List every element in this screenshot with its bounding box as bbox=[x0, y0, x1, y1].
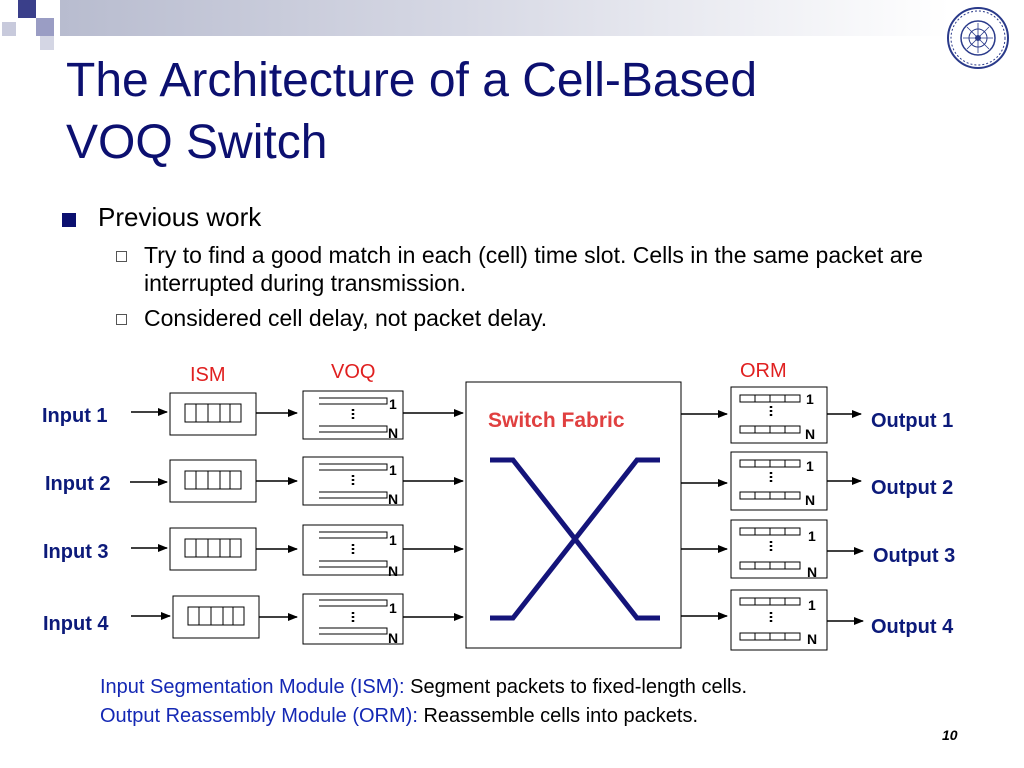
bullet-previous-work: Previous work bbox=[98, 202, 262, 232]
ism-definition-note: Input Segmentation Module (ISM): Segment… bbox=[100, 676, 747, 699]
orm-definition-note: Output Reassembly Module (ORM): Reassemb… bbox=[100, 705, 698, 728]
orm-box bbox=[730, 519, 828, 579]
decor-square bbox=[40, 36, 54, 50]
sub-bullet-text: Try to find a good match in each (cell) … bbox=[144, 242, 923, 296]
switch-fabric-box bbox=[465, 381, 682, 649]
orm-term: Output Reassembly Module (ORM): bbox=[100, 705, 418, 727]
ism-definition: Segment packets to fixed-length cells. bbox=[404, 676, 748, 698]
ism-buffer-icon bbox=[184, 538, 242, 558]
voq-index-last: N bbox=[388, 425, 399, 441]
orm-box bbox=[730, 451, 828, 511]
ism-buffer-icon bbox=[187, 606, 245, 626]
orm-index-last: N bbox=[805, 426, 816, 442]
voq-box bbox=[302, 593, 404, 645]
orm-index-last: N bbox=[807, 564, 818, 580]
orm-index-first: 1 bbox=[808, 597, 816, 613]
slide-title-line-1: The Architecture of a Cell-Based bbox=[66, 54, 758, 107]
orm-index-first: 1 bbox=[806, 391, 814, 407]
decor-square bbox=[2, 22, 16, 36]
sub-bullet-text: Considered cell delay, not packet delay. bbox=[144, 305, 548, 331]
decor-square bbox=[18, 0, 36, 18]
voq-index-first: 1 bbox=[389, 396, 397, 412]
slide-title: The Architecture of a Cell-Based VOQ Swi… bbox=[66, 50, 926, 174]
ism-buffer-icon bbox=[184, 403, 242, 423]
input-row-4 bbox=[131, 589, 864, 651]
orm-index-first: 1 bbox=[808, 528, 816, 544]
orm-index-first: 1 bbox=[806, 458, 814, 474]
output-label-3: Output 3 bbox=[873, 545, 956, 567]
output-label-4: Output 4 bbox=[871, 616, 954, 638]
output-label-2: Output 2 bbox=[871, 477, 954, 499]
university-seal-logo bbox=[947, 7, 1009, 69]
orm-definition: Reassemble cells into packets. bbox=[417, 705, 699, 727]
orm-index-last: N bbox=[805, 492, 816, 508]
ism-term: Input Segmentation Module (ISM): bbox=[100, 676, 405, 698]
sub-bullet-box-icon bbox=[116, 314, 127, 325]
ism-box bbox=[169, 527, 257, 571]
ism-column-label: ISM bbox=[190, 364, 226, 386]
orm-column-label: ORM bbox=[740, 360, 787, 382]
bullet-square-icon bbox=[62, 213, 76, 227]
header-gradient-bar bbox=[60, 0, 950, 36]
voq-column-label: VOQ bbox=[331, 361, 376, 383]
switch-fabric-label: Switch Fabric bbox=[488, 409, 625, 432]
voq-index-last: N bbox=[388, 563, 399, 579]
voq-index-last: N bbox=[388, 630, 399, 646]
page-number: 10 bbox=[942, 727, 958, 743]
input-label-4: Input 4 bbox=[43, 613, 109, 635]
orm-box bbox=[730, 386, 828, 444]
input-row-3 bbox=[131, 519, 864, 579]
input-row-1 bbox=[131, 386, 862, 444]
orm-index-last: N bbox=[807, 631, 818, 647]
ism-buffer-icon bbox=[184, 470, 242, 490]
output-label-1: Output 1 bbox=[871, 410, 954, 432]
input-row-2 bbox=[130, 451, 862, 511]
slide-title-line-2: VOQ Switch bbox=[66, 116, 328, 169]
input-label-3: Input 3 bbox=[43, 541, 109, 563]
input-label-2: Input 2 bbox=[45, 473, 111, 495]
voq-index-first: 1 bbox=[389, 462, 397, 478]
input-label-1: Input 1 bbox=[42, 405, 108, 427]
voq-index-first: 1 bbox=[389, 600, 397, 616]
voq-index-last: N bbox=[388, 491, 399, 507]
decor-square bbox=[36, 18, 54, 36]
fabric-crossbar-line bbox=[490, 457, 660, 621]
voq-index-first: 1 bbox=[389, 532, 397, 548]
sub-bullet-box-icon bbox=[116, 251, 127, 262]
